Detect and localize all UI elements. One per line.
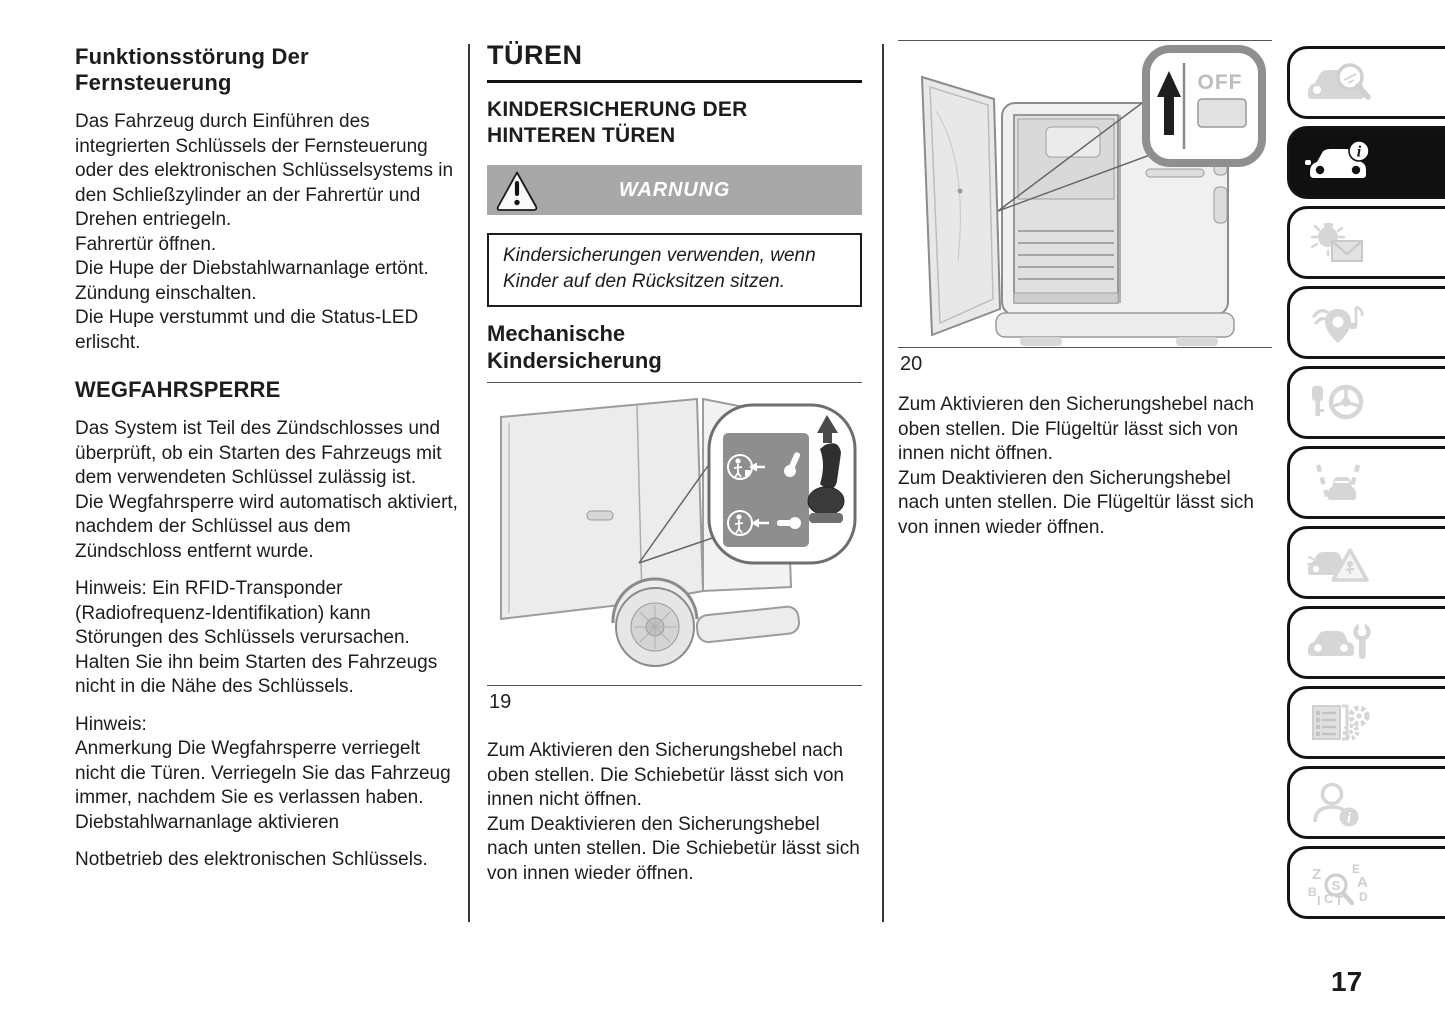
- tab-vehicle-info-active[interactable]: i: [1287, 126, 1445, 199]
- paragraph: Die Hupe verstummt und die Status-LED er…: [75, 307, 419, 353]
- paragraph: Zum Deaktivieren den Sicherungshebel nac…: [487, 813, 860, 884]
- chapter-title-doors: TÜREN: [487, 40, 862, 83]
- alphabetical-index-icon: Z E B A D I C T S: [1308, 862, 1368, 907]
- index-letter: T: [1335, 893, 1343, 907]
- paragraph: Diebstahlwarnanlage aktivieren: [75, 811, 340, 833]
- van-sliding-door-illustration: [500, 397, 857, 667]
- info-glyph: i: [1347, 810, 1352, 826]
- warning-label: WARNUNG: [618, 178, 731, 201]
- paragraph: Notbetrieb des elektronischen Schlüssels…: [75, 849, 428, 870]
- tab-emergency[interactable]: [1287, 526, 1445, 599]
- car-wrench-service-icon: [1308, 622, 1371, 659]
- warning-light-message-icon: [1310, 222, 1363, 262]
- tab-navigation-audio[interactable]: [1287, 286, 1445, 359]
- index-letter: B: [1308, 885, 1317, 899]
- subsection-title-mechanical-child-lock: Mechanische Kindersicherung: [487, 321, 662, 373]
- note-label: Hinweis:: [75, 713, 147, 735]
- chapter-tab-bar: i: [1287, 46, 1445, 926]
- index-letter: Z: [1312, 866, 1321, 883]
- figure-rule: [487, 382, 862, 383]
- paragraph: Die Hupe der Diebstahlwarnanlage ertönt.: [75, 258, 429, 279]
- section-title-remote-malfunction: Funktionsstörung Der Fernsteuerung: [75, 44, 309, 95]
- note-block: Hinweis: Anmerkung Die Wegfahrsperre ver…: [75, 713, 459, 836]
- figure-19: 19: [487, 382, 862, 713]
- car-info-icon: i: [1305, 139, 1370, 178]
- technical-data-icon: [1312, 704, 1370, 740]
- tab-service-maintenance[interactable]: [1287, 606, 1445, 679]
- paragraph: Zündung einschalten.: [75, 282, 257, 304]
- paragraph: Zum Aktivieren den Sicherungshebel nach …: [487, 740, 844, 810]
- tab-alphabetical-index[interactable]: Z E B A D I C T S: [1287, 846, 1445, 919]
- info-glyph: i: [1357, 143, 1362, 160]
- navigation-audio-icon: [1312, 305, 1364, 343]
- index-letter: S: [1332, 878, 1341, 893]
- tab-customer-info[interactable]: i: [1287, 766, 1445, 839]
- tab-technical-data[interactable]: [1287, 686, 1445, 759]
- off-label: OFF: [1198, 71, 1243, 94]
- index-letter: A: [1357, 874, 1368, 891]
- figure-rule: [487, 685, 862, 686]
- paragraph: Das Fahrzeug durch Einführen des integri…: [75, 111, 454, 230]
- left-column: Funktionsstörung Der Fernsteuerung Das F…: [75, 44, 459, 873]
- car-lane-driving-icon: [1315, 463, 1361, 500]
- van-rear-door-illustration: OFF: [920, 45, 1266, 346]
- middle-column: TÜREN KINDERSICHERUNG DER HINTEREN TÜREN…: [487, 40, 862, 886]
- warning-triangle-icon: [494, 168, 541, 218]
- tab-safety-driving[interactable]: [1287, 446, 1445, 519]
- figure-rule: [898, 347, 1272, 348]
- paragraph: Die Wegfahrsperre wird automatisch aktiv…: [75, 491, 458, 562]
- customer-info-icon: i: [1313, 782, 1359, 826]
- car-magnifier-icon: [1308, 62, 1371, 100]
- key-steering-wheel-icon: [1312, 384, 1364, 419]
- figure-caption: 20: [900, 353, 923, 375]
- index-letter: C: [1324, 891, 1334, 906]
- column-divider: [468, 44, 470, 922]
- page-number: 17: [1331, 966, 1363, 997]
- column-divider: [882, 44, 884, 922]
- paragraph: Anmerkung Die Wegfahrsperre verriegelt n…: [75, 738, 451, 808]
- tab-starting-driving[interactable]: [1287, 366, 1445, 439]
- figure-caption: 19: [489, 691, 512, 713]
- index-letter: I: [1317, 893, 1321, 907]
- warning-note-box: Kindersicherungen verwenden, wenn Kinder…: [487, 233, 862, 307]
- right-column: OFF 20 Zum Aktivieren den Sicherungshebe…: [898, 40, 1272, 540]
- index-letter: D: [1359, 890, 1368, 904]
- tab-warning-lights-messages[interactable]: [1287, 206, 1445, 279]
- figure-20: OFF 20: [898, 40, 1272, 375]
- section-title-immobilizer: WEGFAHRSPERRE: [75, 377, 281, 402]
- index-letter: E: [1352, 862, 1360, 876]
- paragraph: Das System ist Teil des Zündschlosses un…: [75, 418, 442, 488]
- paragraph: Zum Deaktivieren den Sicherungshebel nac…: [898, 467, 1254, 538]
- note-paragraph: Hinweis: Ein RFID-Transponder (Radiofreq…: [75, 578, 438, 697]
- emergency-triangle-icon: [1307, 547, 1369, 582]
- section-title-child-lock: KINDERSICHERUNG DER HINTEREN TÜREN: [487, 98, 748, 147]
- warning-banner: WARNUNG: [487, 165, 862, 215]
- paragraph: Fahrertür öffnen.: [75, 233, 217, 255]
- figure-rule: [898, 40, 1272, 41]
- tab-vehicle-overview[interactable]: [1287, 46, 1445, 119]
- paragraph: Zum Aktivieren den Sicherungshebel nach …: [898, 394, 1254, 464]
